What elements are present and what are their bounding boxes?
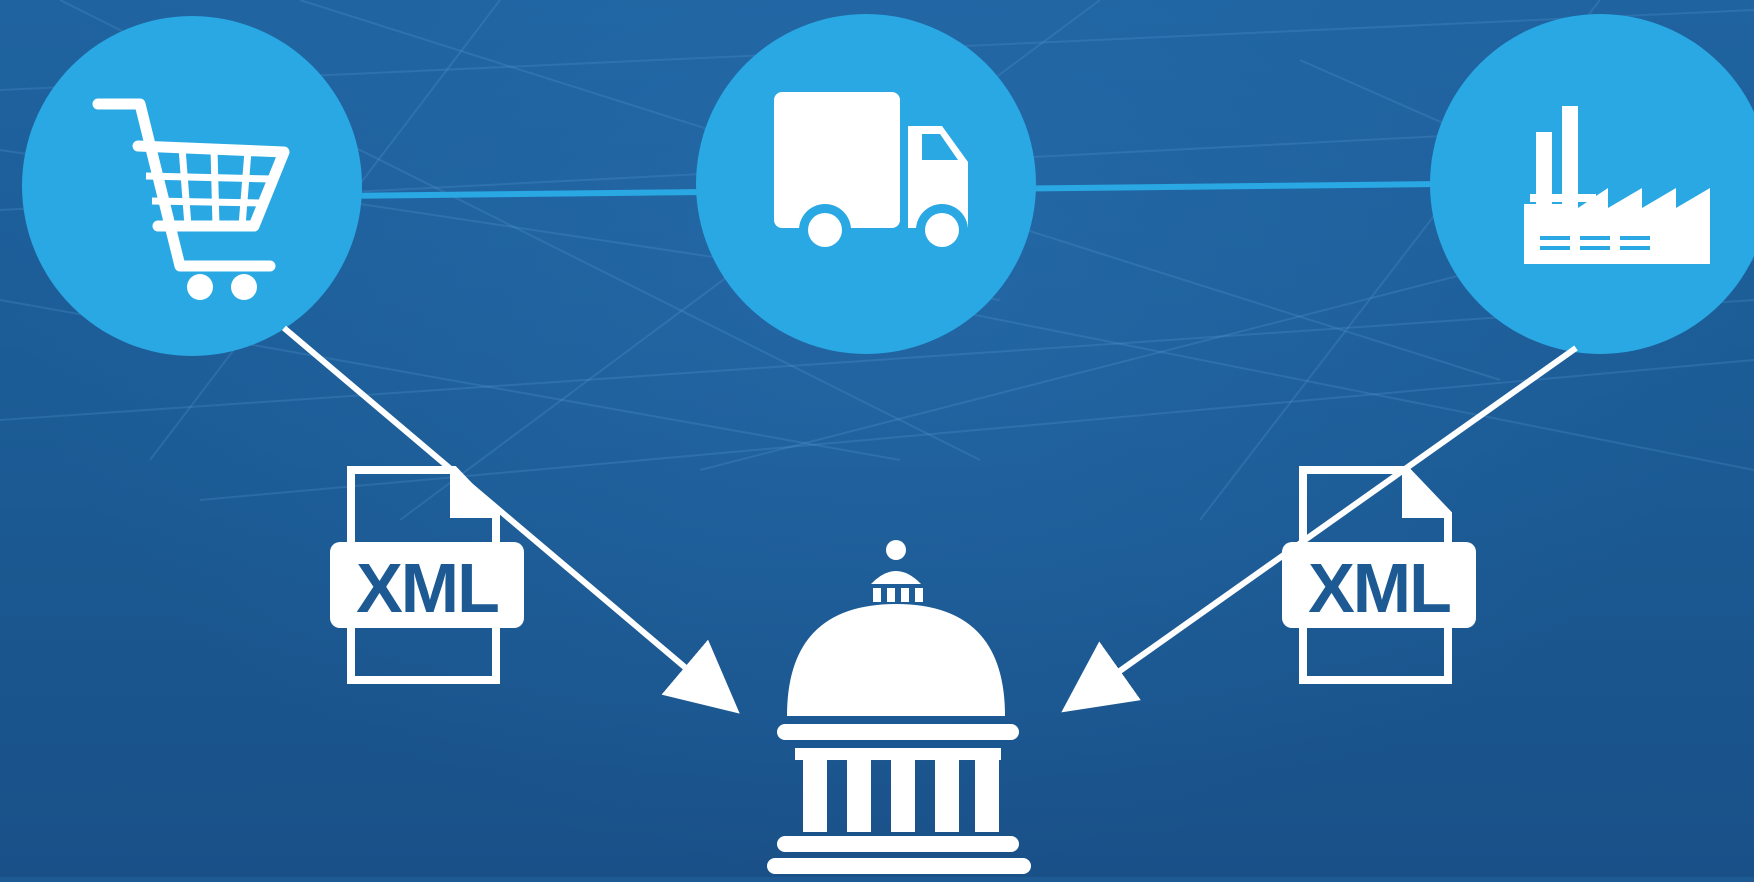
xml-document-left: XML [328,466,528,686]
factory-icon [1524,106,1710,264]
transport-node [696,14,1036,354]
producer-node [1430,14,1754,354]
xml-label: XML [356,549,498,627]
xml-file-icon: XML [330,466,524,684]
delivery-truck-icon [774,92,968,256]
government-node [765,530,1035,877]
xml-file-icon: XML [1282,466,1476,684]
xml-label: XML [1308,549,1450,627]
shop-node [22,16,362,356]
xml-document-right: XML [1280,466,1480,686]
government-building-icon [767,540,1031,874]
shopping-cart-icon [92,98,290,300]
